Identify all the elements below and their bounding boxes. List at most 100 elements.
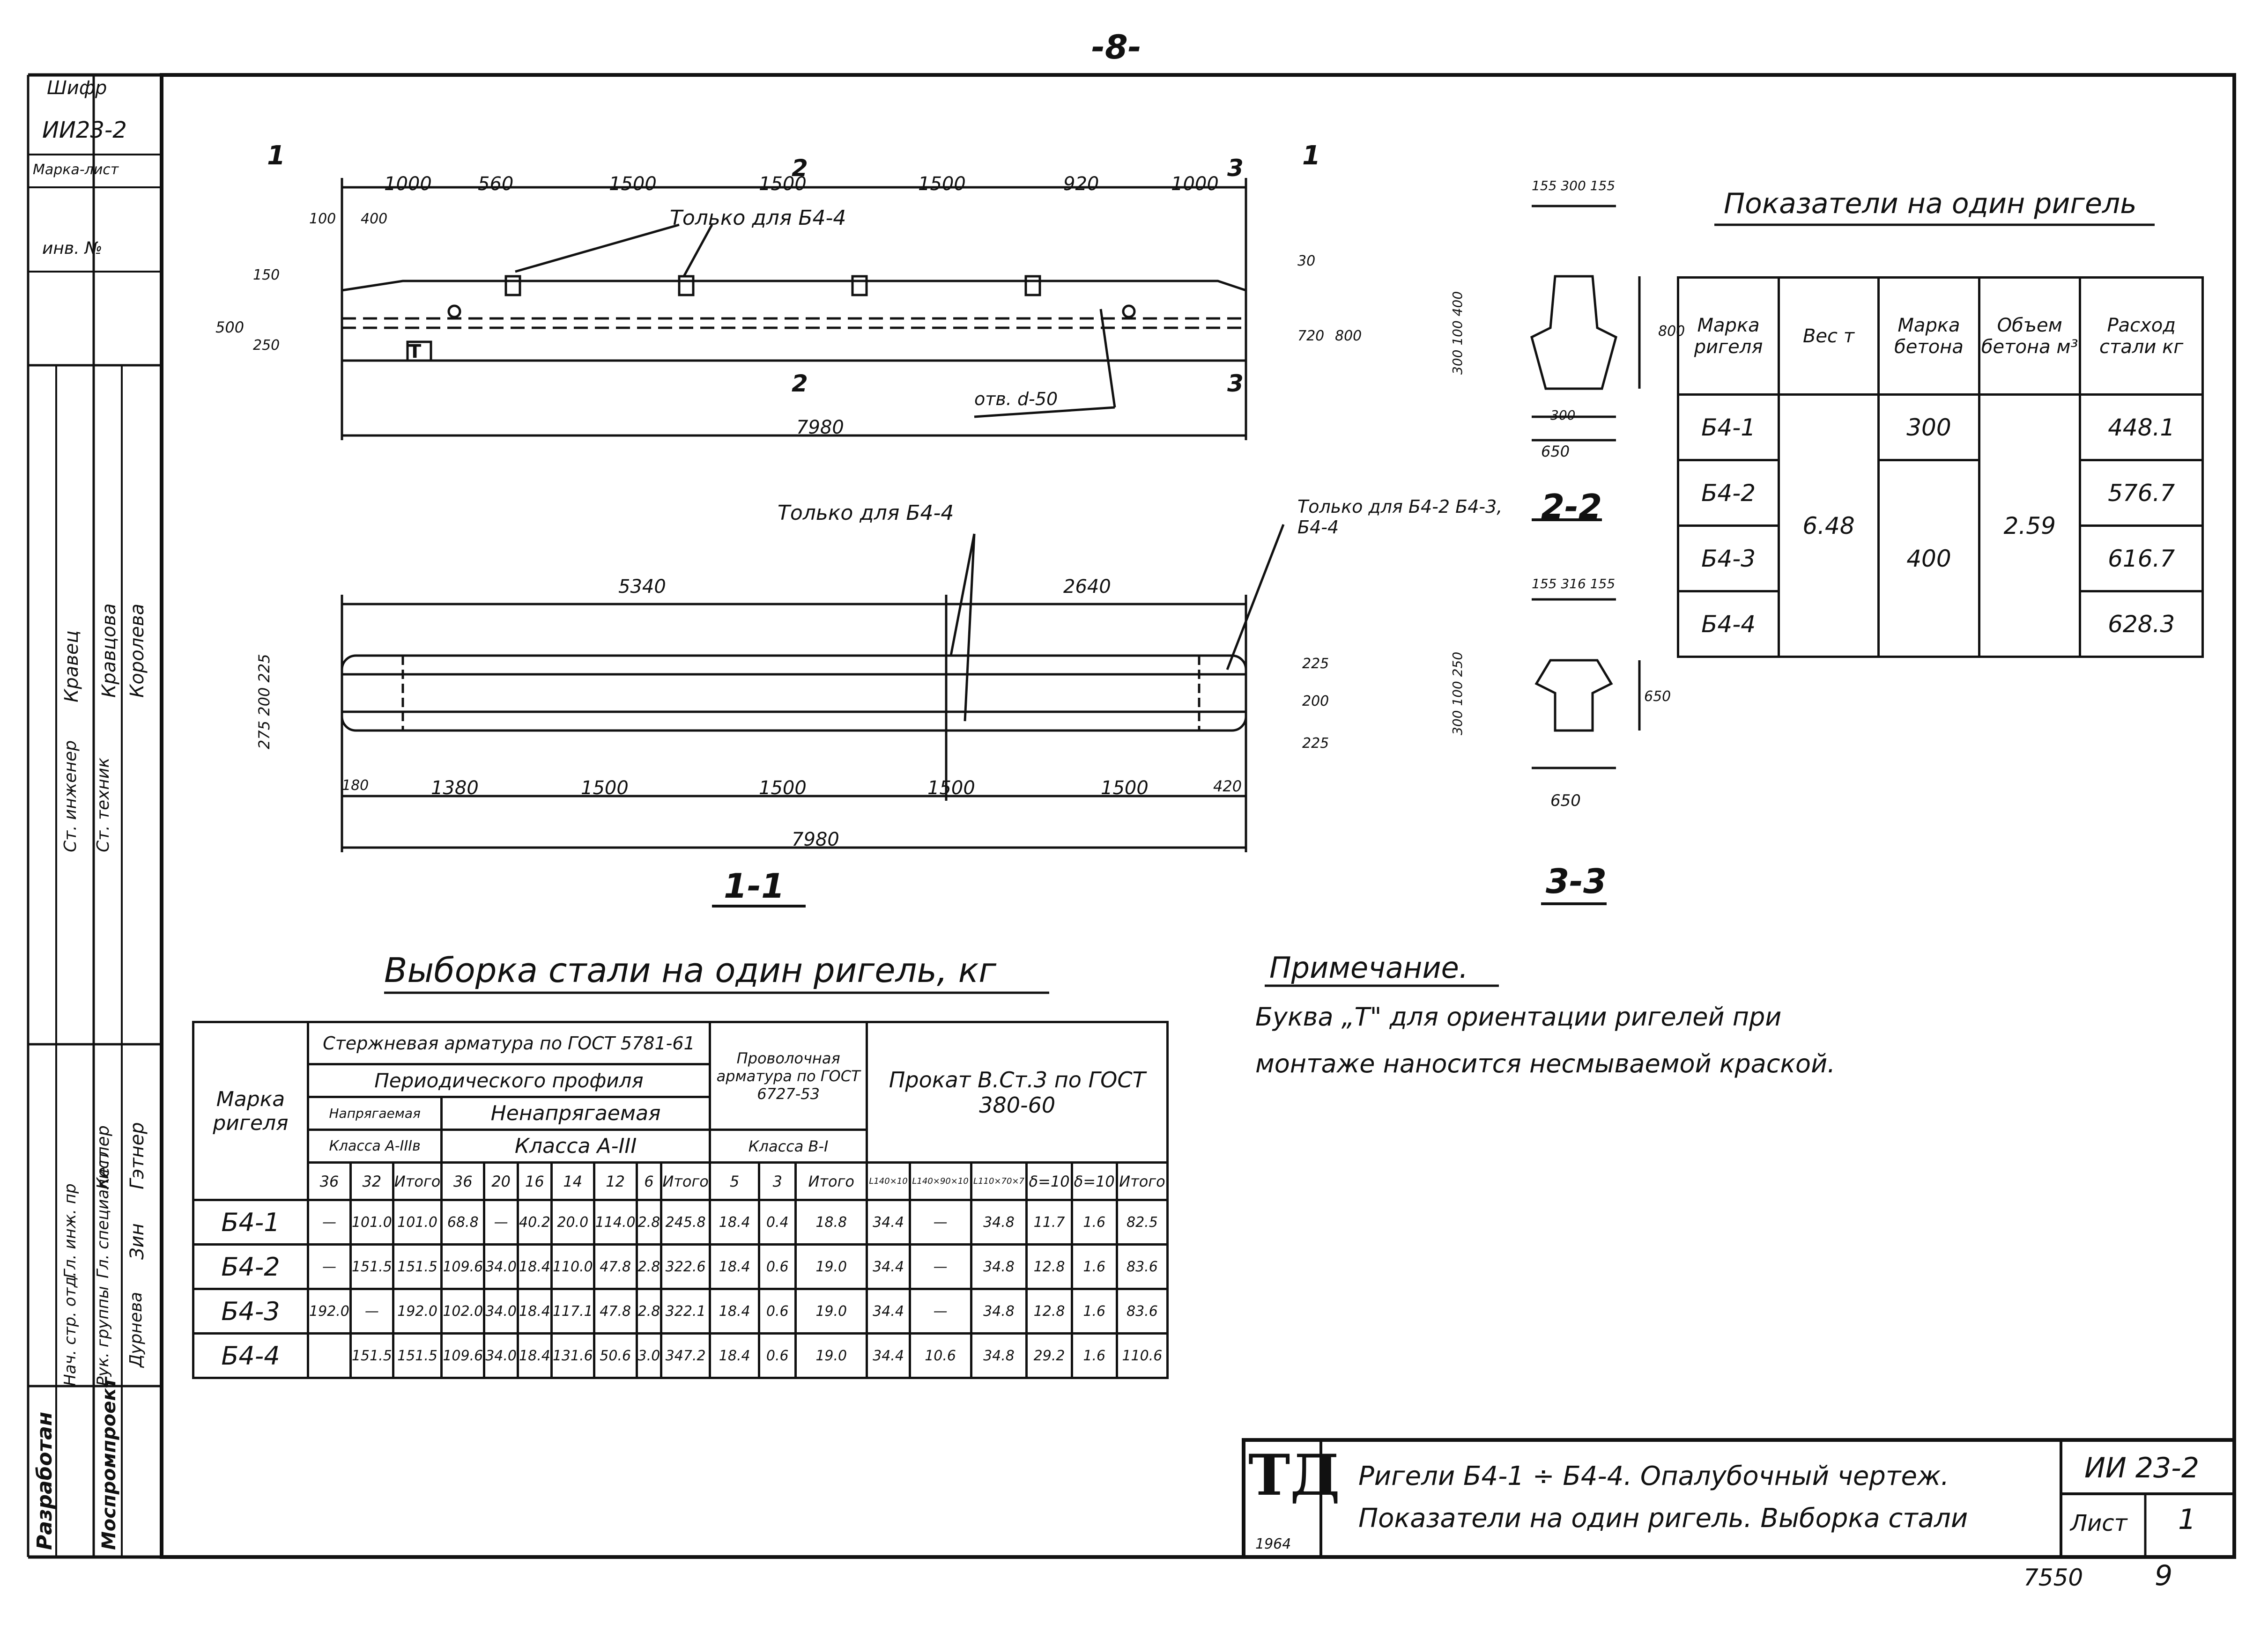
steel-h-prestress: Напрягаемая (306, 1096, 443, 1131)
dim-small-1: 100 (309, 211, 336, 227)
steel-col-header: L140×10 (866, 1161, 911, 1201)
plan-right-225a: 225 (1302, 656, 1329, 672)
elev-height-500: 500 (215, 318, 245, 336)
plan-bottom-6: 420 (1213, 777, 1242, 795)
steel-h-period: Периодического профиля (307, 1063, 711, 1098)
steel-cell: 2.8 (635, 1243, 663, 1290)
steel-col-header: 36 (307, 1161, 352, 1201)
elev-right-720: 720 (1297, 328, 1325, 344)
steel-cell: — (307, 1199, 352, 1246)
steel-cell: 47.8 (593, 1288, 638, 1335)
steel-cell: 245.8 (660, 1199, 711, 1246)
steel-col-header: 32 (349, 1161, 394, 1201)
steel-cell: 34.8 (970, 1243, 1028, 1290)
plan-note-right: Только для Б4-2 Б4-3, Б4-4 (1297, 496, 1503, 538)
ind-weight: 6.48 (1778, 393, 1880, 658)
steel-col-header: 12 (593, 1161, 638, 1201)
steel-cell: 322.1 (660, 1288, 711, 1335)
steel-cell: 50.6 (593, 1332, 638, 1379)
section-3-3 (1532, 598, 1641, 769)
steel-cell: 29.2 (1025, 1332, 1073, 1379)
ind-concrete-400: 400 (1877, 459, 1981, 658)
steel-cell: 2.8 (635, 1199, 663, 1246)
sec33-right: 650 (1644, 688, 1671, 705)
beam-plan (341, 524, 1285, 852)
steel-cell: 131.6 (550, 1332, 595, 1379)
plan-note-left: Только для Б4-4 (778, 501, 954, 525)
dim-top-6: 920 (1063, 173, 1099, 195)
elev-right-800: 800 (1335, 328, 1362, 344)
steel-h-rolled: Прокат В.Ст.3 по ГОСТ 380-60 (866, 1021, 1169, 1164)
stamp-sheet-num: 1 (2178, 1503, 2196, 1536)
steel-cell: 12.8 (1025, 1243, 1073, 1290)
hole-note: отв. d-50 (974, 389, 1058, 409)
steel-h-class-a3: Класса А-III (440, 1129, 711, 1164)
note-text-2: монтаже наносится несмываемой краской. (1255, 1049, 1836, 1078)
title-block (1242, 1438, 2236, 1559)
sidebar-name-6: Королева (126, 604, 148, 698)
section-1-1-title: 1-1 (724, 866, 785, 906)
steel-col-header: 3 (758, 1161, 797, 1201)
plan-bottom-2: 1500 (581, 777, 629, 799)
steel-cell: 322.6 (660, 1243, 711, 1290)
dim-top-4: 1500 (759, 173, 807, 195)
ind-concrete-300: 300 (1877, 393, 1981, 461)
stamp-sheet-label: Лист (2070, 1510, 2127, 1536)
sec33-title: 3-3 (1546, 862, 1607, 901)
steel-row-mark: Б4-1 (192, 1199, 309, 1246)
steel-cell: 34.4 (866, 1243, 911, 1290)
stamp-title-1: Ригели Б4-1 ÷ Б4-4. Опалубочный чертеж. (1358, 1461, 1949, 1491)
plan-bottom-5: 1500 (1101, 777, 1149, 799)
frame (160, 73, 2236, 1559)
steel-table: Марка ригеля Стержневая арматура по ГОСТ… (192, 1021, 1169, 1379)
sidebar-role-2: Нач. стр. отд. (61, 1271, 80, 1386)
steel-cell: 10.6 (908, 1332, 972, 1379)
mark-3-bottom: 3 (1227, 370, 1244, 397)
sidebar-role-3: Гл. специалист (94, 1151, 112, 1278)
sec22-bottom2: 300 (1550, 407, 1576, 423)
steel-cell: 1.6 (1070, 1243, 1118, 1290)
steel-cell: 12.8 (1025, 1288, 1073, 1335)
steel-cell: 151.5 (392, 1332, 443, 1379)
steel-cell: 34.0 (483, 1243, 519, 1290)
ind-volume: 2.59 (1978, 393, 2082, 658)
steel-h-class-a3v: Класса А-IIIв (306, 1129, 443, 1164)
sidebar-role-1: Гл. инж. пр (61, 1183, 80, 1278)
steel-h-mark: Марка ригеля (192, 1021, 309, 1201)
steel-cell: 40.2 (517, 1199, 553, 1246)
page-number: -8- (1091, 28, 1141, 66)
steel-cell: 83.6 (1115, 1243, 1169, 1290)
steel-cell: 1.6 (1070, 1332, 1118, 1379)
steel-cell: 110.6 (1115, 1332, 1169, 1379)
mark-3-top: 3 (1227, 155, 1244, 182)
steel-col-header: 5 (708, 1161, 761, 1201)
sec22-top: 155 300 155 (1532, 178, 1616, 193)
steel-cell: 19.0 (794, 1332, 868, 1379)
steel-cell: 34.0 (483, 1288, 519, 1335)
steel-col-header: Итого (392, 1161, 443, 1201)
steel-h-rod: Стержневая арматура по ГОСТ 5781-61 (307, 1021, 711, 1065)
ind-steel-4: 628.3 (2079, 590, 2204, 658)
sec33-top: 155 316 155 (1532, 576, 1616, 591)
plan-total: 7980 (792, 829, 839, 850)
steel-cell: 151.5 (349, 1243, 394, 1290)
steel-cell: 101.0 (392, 1199, 443, 1246)
steel-cell: 1.6 (1070, 1199, 1118, 1246)
steel-cell: 18.4 (708, 1288, 761, 1335)
ind-mark-1: Б4-1 (1676, 393, 1780, 461)
steel-col-header: δ=10 (1070, 1161, 1118, 1201)
steel-cell: 18.4 (517, 1288, 553, 1335)
sidebar-developed: Разработан (33, 1411, 57, 1550)
steel-cell: 0.4 (758, 1199, 797, 1246)
steel-cell: 18.4 (517, 1332, 553, 1379)
steel-cell: — (483, 1199, 519, 1246)
corner-marka-list: Марка-лист (33, 162, 119, 178)
footer-right: 9 (2155, 1559, 2173, 1592)
ind-steel-3: 616.7 (2079, 524, 2204, 592)
ind-steel-1: 448.1 (2079, 393, 2204, 461)
mark-2-top: 2 (792, 155, 808, 182)
ind-h-concrete: Марка бетона (1877, 276, 1981, 396)
